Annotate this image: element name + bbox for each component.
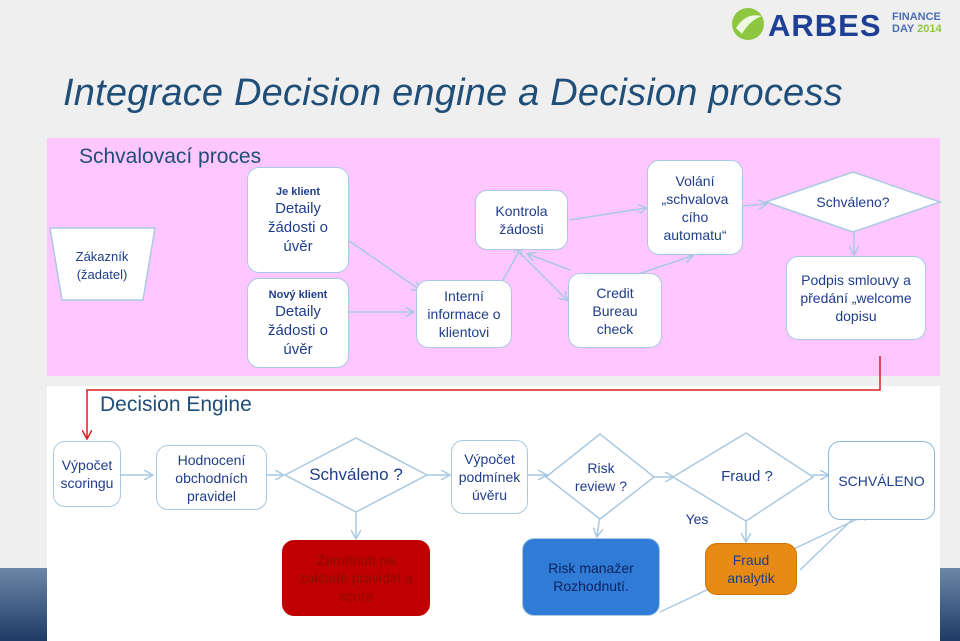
scoring-label: Výpočet scoringu [60, 457, 114, 491]
arrow-check-to-bureau [516, 249, 567, 300]
signing-label: Podpis smlouvy a předání „welcome dopisu [800, 272, 912, 324]
engine-approved-diamond [283, 437, 429, 513]
left-decor-bar [0, 568, 47, 641]
check-request-label: Kontrola žádosti [495, 203, 548, 237]
scoring-node: Výpočet scoringu [53, 441, 121, 507]
arbes-logo-icon [732, 8, 764, 40]
customer-shape [49, 227, 156, 301]
existing-client-head: Je klient [275, 185, 321, 198]
fraud-analyst-label: Fraud analytik [727, 552, 775, 586]
credit-bureau-node: Credit Bureau check [568, 273, 662, 348]
internal-info-node: Interní informace o klientovi [416, 280, 512, 348]
risk-review-diamond [544, 433, 656, 520]
logo-day: DAY 2014 [892, 23, 942, 35]
engine-approved-label: Schváleno ? [309, 465, 403, 484]
engine-section-title: Decision Engine [100, 393, 252, 416]
approved-final-label: SCHVÁLENO [838, 472, 925, 489]
call-automat-label: Volání „schvalova cího automatu“ [661, 172, 729, 243]
right-decor-bar [940, 568, 960, 641]
approved-final-node: SCHVÁLENO [828, 441, 935, 520]
signing-node: Podpis smlouvy a předání „welcome dopisu [786, 256, 926, 340]
risk-manager-label: Risk manažer Rozhodnutí. [548, 560, 634, 594]
customer-label: Zákazník (žadatel) [75, 249, 129, 282]
business-rules-label: Hodnocení obchodních pravidel [175, 451, 248, 504]
arrow-check-to-automat [568, 208, 646, 221]
internal-info-label: Interní informace o klientovi [427, 288, 501, 340]
new-client-head: Nový klient [268, 288, 328, 301]
credit-bureau-label: Credit Bureau check [592, 284, 638, 337]
new-client-body: Detaily žádosti o úvěr [267, 302, 329, 358]
rejected-label: Zamítnutí na základě pravidel a score [299, 552, 413, 604]
fraud-label: Fraud ? [721, 467, 773, 485]
arrow-internal-to-check [502, 248, 521, 281]
fraud-diamond [671, 432, 815, 522]
loan-terms-node: Výpočet podmínek úvěru [451, 440, 528, 514]
arbes-logo: ARBES FINANCE DAY 2014 [728, 2, 960, 46]
risk-manager-node: Risk manažer Rozhodnutí. [522, 538, 660, 616]
yes-label: Yes [685, 511, 709, 527]
risk-review-label: Risk review ? [574, 460, 628, 494]
fraud-analyst-node: Fraud analytik [705, 543, 797, 595]
approved-diamond [763, 171, 943, 233]
approval-section-title: Schvalovací proces [79, 145, 262, 168]
existing-client-body: Detaily žádosti o úvěr [267, 199, 329, 255]
arrow-red-to-scoring [87, 356, 881, 438]
arrow-automat-to-approved [742, 204, 766, 206]
arrow-bureau-to-automat [634, 256, 692, 276]
logo-finance: FINANCE [892, 11, 941, 23]
slide-title: Integrace Decision engine a Decision pro… [63, 72, 843, 114]
approved-diamond-label: Schváleno? [816, 194, 890, 210]
rejected-node: Zamítnutí na základě pravidel a score [282, 540, 430, 616]
logo-word: ARBES [768, 8, 882, 43]
loan-terms-label: Výpočet podmínek úvěru [458, 451, 521, 503]
check-request-node: Kontrola žádosti [475, 190, 568, 250]
call-automat-node: Volání „schvalova cího automatu“ [647, 160, 743, 255]
existing-client-node: Je klient Detaily žádosti o úvěr [247, 167, 349, 273]
arrow-bureau-to-check [528, 254, 571, 271]
arrow-existing-to-internal [347, 239, 420, 290]
new-client-node: Nový klient Detaily žádosti o úvěr [247, 278, 349, 368]
business-rules-node: Hodnocení obchodních pravidel [156, 445, 267, 510]
